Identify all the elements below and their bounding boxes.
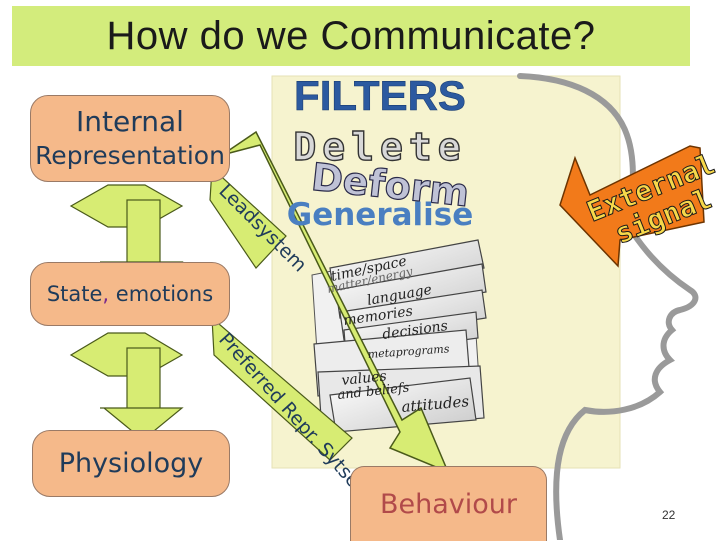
filter-generalise: Generalise bbox=[287, 197, 474, 233]
representation-label: Representation bbox=[35, 140, 225, 170]
preferred-system-wedge bbox=[211, 316, 353, 461]
paper-values: values bbox=[341, 368, 388, 389]
physiology-box: Physiology bbox=[32, 430, 230, 497]
state-emotions-box: State, emotions bbox=[30, 262, 230, 326]
title-bar: How do we Communicate? bbox=[12, 6, 690, 66]
paper-stack bbox=[311, 239, 487, 433]
external-signal-arrow bbox=[559, 145, 705, 268]
physiology-label: Physiology bbox=[58, 448, 204, 479]
paper-attitudes: attitudes bbox=[401, 392, 470, 416]
internal-label: Internal bbox=[76, 104, 184, 138]
internal-representation-box: Internal Representation bbox=[30, 95, 230, 182]
state-emotions-label: State, emotions bbox=[47, 282, 213, 306]
filter-delete: Delete bbox=[293, 125, 466, 169]
state-word: State bbox=[46, 282, 103, 306]
lead-system-wedge bbox=[209, 166, 287, 269]
face-profile-outline bbox=[517, 73, 699, 540]
paper-metaprograms: metaprograms bbox=[367, 342, 450, 361]
slide-number: 22 bbox=[662, 508, 676, 522]
behaviour-box: Behaviour bbox=[350, 466, 547, 541]
state-comma: , bbox=[102, 282, 110, 306]
emotions-word: emotions bbox=[109, 282, 214, 306]
double-arrow-2 bbox=[69, 332, 184, 441]
page-title: How do we Communicate? bbox=[106, 13, 596, 58]
behaviour-label: Behaviour bbox=[379, 488, 517, 520]
filters-heading: FILTERS bbox=[294, 72, 466, 119]
